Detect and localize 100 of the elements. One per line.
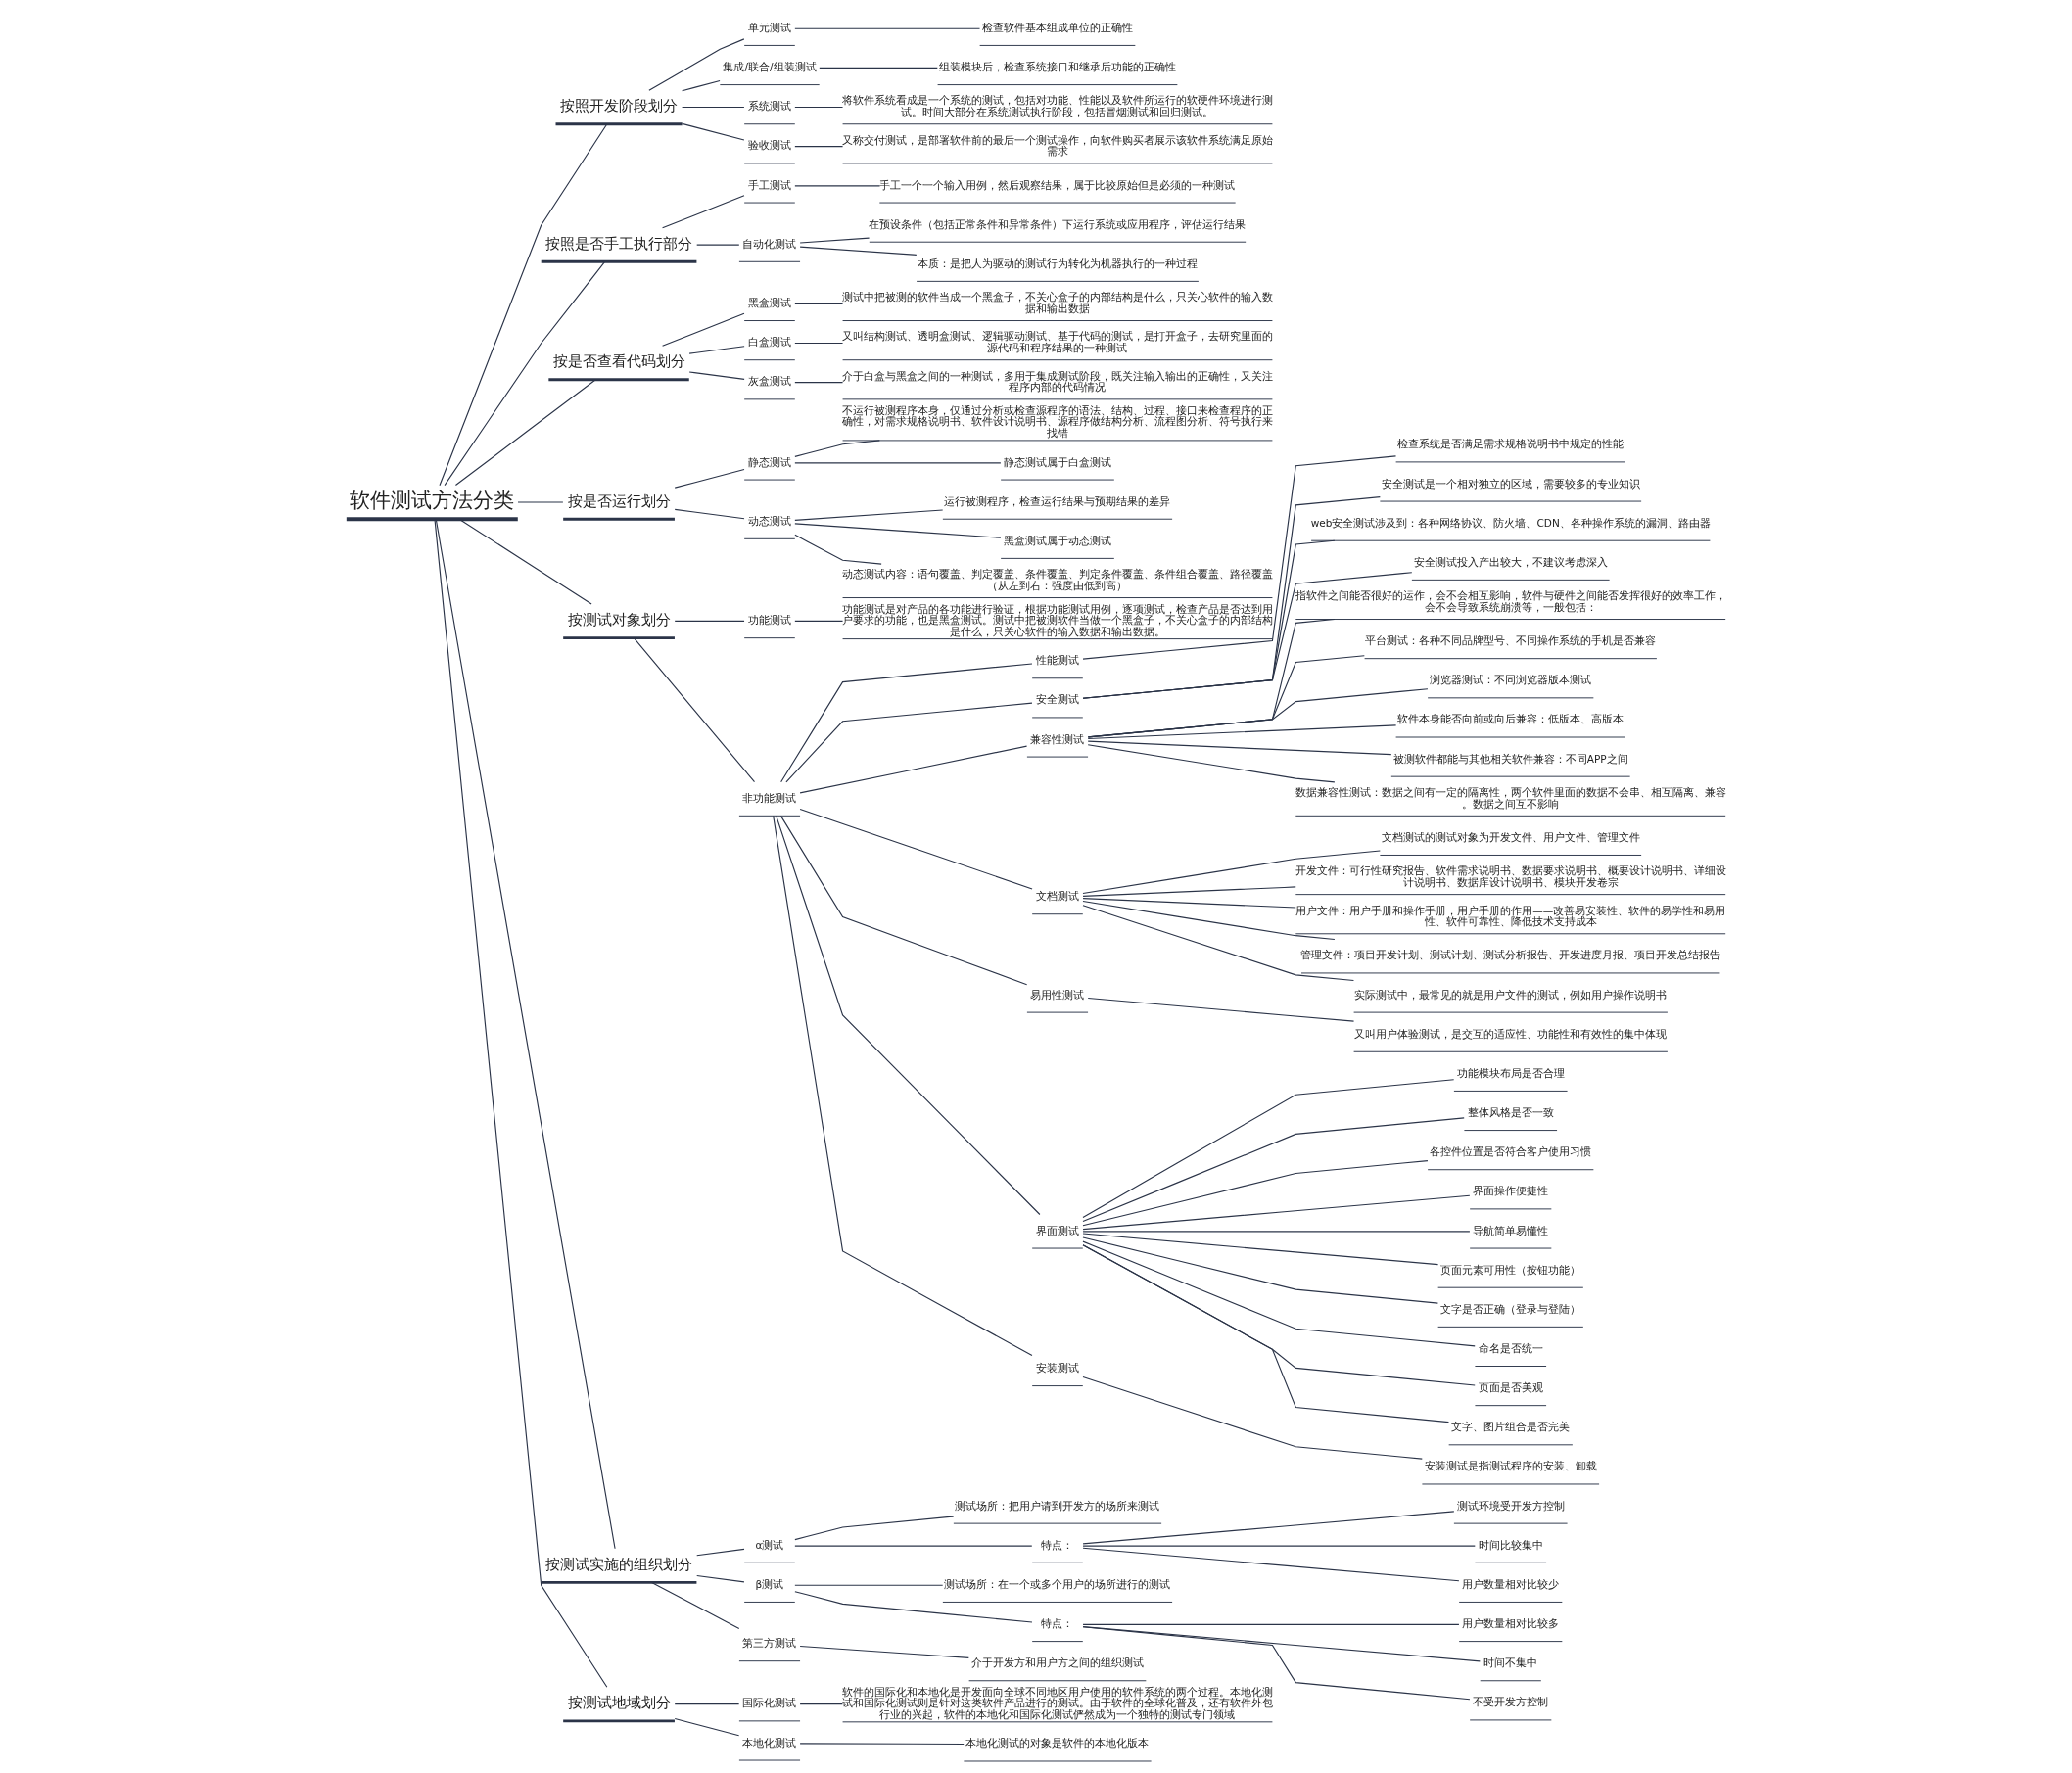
connector <box>1087 724 1397 740</box>
connector <box>1082 1240 1476 1347</box>
node-text: 又叫结构测试、透明盒测试、逻辑驱动测试、基于代码的测试，是打开盒子，去研究里面的源代码和程序结果的一种测试 <box>841 330 1273 353</box>
connector <box>794 1516 955 1541</box>
connector <box>794 440 880 457</box>
node-text: 本地化测试的对象是软件的本地化版本 <box>965 1737 1150 1750</box>
node-text: 白盒测试 <box>747 336 791 349</box>
node-text: 平台测试：各种不同品牌型号、不同操作系统的手机是否兼容 <box>1365 634 1657 647</box>
node-text: 动态测试 <box>747 514 791 527</box>
connector <box>1082 1233 1439 1266</box>
node-text: 手工测试 <box>747 178 791 191</box>
connector <box>1082 900 1336 941</box>
node-text: 手工一个一个输入用例，然后观察结果，属于比较原始但是必须的一种测试 <box>879 178 1236 191</box>
connector <box>634 637 756 783</box>
node-text: 页面是否美观 <box>1478 1381 1543 1394</box>
connector <box>674 1703 740 1705</box>
connector <box>799 1703 843 1705</box>
node-text: 时间比较集中 <box>1478 1538 1543 1551</box>
connector <box>458 518 592 605</box>
node-text: 整体风格是否一致 <box>1467 1106 1554 1119</box>
connector <box>785 702 1033 783</box>
connector <box>662 195 745 229</box>
connector <box>682 122 745 141</box>
node-text: 功能测试是对产品的各功能进行验证，根据功能测试用例，逐项测试，检查产品是否达到用户要求的功能，也是黑盒测试。测试中把被测软件当做一个黑盒子，不关心盒子的内部结构是什么，只关心软件的输入数据和输出数据。 <box>841 602 1273 637</box>
connector <box>454 379 596 487</box>
node-text: 被测软件都能与其他相关软件兼容：不同APP之间 <box>1392 752 1628 765</box>
connector <box>1087 997 1355 1022</box>
node-text: 软件的国际化和本地化是开发面向全球不同地区用户使用的软件系统的两个过程。本地化测试和国际化测试则是针对这类软件产品进行的测试。由于软件的全球化普及，还有软件外包行业的兴起，软件的本地化和国际化测试俨然成为一个独特的测试专门领域 <box>841 1685 1273 1720</box>
connector <box>794 1545 1033 1547</box>
node-text: 时间不集中 <box>1483 1656 1538 1669</box>
connector <box>780 663 1033 783</box>
node-text: 实际测试中，最常见的就是用户文件的测试，例如用户操作说明书 <box>1354 988 1668 1001</box>
connector <box>696 244 740 246</box>
node-text: 按是否运行划分 <box>567 491 671 509</box>
node-text: 安全测试投入产出较大，不建议考虑深入 <box>1413 555 1608 568</box>
connector <box>1082 1194 1471 1231</box>
connector <box>682 80 721 92</box>
node-text: 测试场所：在一个或多个用户的场所进行的测试 <box>944 1577 1171 1590</box>
connector <box>696 1548 745 1557</box>
connector <box>779 815 1028 986</box>
node-text: 文字、图片组合是否完美 <box>1451 1421 1571 1433</box>
node-text: 软件测试方法分类 <box>350 489 515 513</box>
node-text: 开发文件：可行性研究报告、软件需求说明书、数据要求说明书、概要设计说明书、详细设计说明书、数据库设计说明书、模块开发卷宗 <box>1295 864 1726 888</box>
node-text: 页面元素可用性（按钮功能） <box>1440 1263 1581 1276</box>
connector <box>1082 1547 1460 1582</box>
connector <box>1082 1236 1438 1304</box>
node-text: 介于白盒与黑盒之间的一种测试，多用于集成测试阶段，既关注输入输出的正确性，又关注程序内部的代码情况 <box>841 369 1273 394</box>
node-text: 文字是否正确（登录与登陆） <box>1440 1302 1581 1315</box>
connector <box>682 106 745 109</box>
node-text: 安装测试 <box>1035 1362 1079 1375</box>
node-text: 灰盒测试 <box>747 375 791 388</box>
connector <box>799 246 918 256</box>
connector <box>1082 1244 1450 1423</box>
connector <box>1082 1376 1423 1460</box>
node-text: 动态测试内容：语句覆盖、判定覆盖、条件覆盖、判定条件覆盖、条件组合覆盖、路径覆盖（从左到右：强度由低到高） <box>841 568 1273 591</box>
connector <box>794 509 944 521</box>
node-text: 运行被测程序，检查运行结果与预期结果的差异 <box>944 494 1171 507</box>
node-text: 单元测试 <box>747 21 791 33</box>
connector <box>773 815 1033 1357</box>
node-text: 按是否查看代码划分 <box>552 352 685 370</box>
connector <box>794 1584 944 1586</box>
connector <box>776 815 1041 1216</box>
node-text: 兼容性测试 <box>1030 732 1085 745</box>
node-text: 按照开发阶段划分 <box>560 97 679 115</box>
node-text: 指软件之间能否很好的运作，会不会相互影响，软件与硬件之间能否发挥很好的效率工作，会不会导致系统崩溃等，一般包括： <box>1295 589 1726 613</box>
node-text: 检查软件基本组成单位的正确性 <box>981 21 1133 33</box>
connector <box>434 518 608 1688</box>
connector <box>439 123 608 487</box>
node-text: 用户数量相对比较多 <box>1462 1617 1560 1630</box>
node-text: 系统测试 <box>747 100 791 113</box>
node-text: 静态测试属于白盒测试 <box>1003 455 1111 468</box>
connector <box>794 1591 1033 1623</box>
connector <box>674 1717 740 1737</box>
node-text: 黑盒测试属于动态测试 <box>1003 534 1111 546</box>
node-text: 安全测试 <box>1035 693 1079 706</box>
connector <box>444 261 605 487</box>
node-text: 特点： <box>1041 1538 1074 1551</box>
connector <box>794 620 844 622</box>
node-text: 又叫用户体验测试，是交互的适应性、功能性和有效性的集中体现 <box>1354 1027 1668 1040</box>
node-text: 不运行被测程序本身，仅通过分析或检查源程序的语法、结构、过程、接口来检查程序的正确性，对需求规格说明书、软件设计说明书、源程序做结构分析、流程图分析、符号执行来找错 <box>841 403 1273 439</box>
connector <box>662 312 745 347</box>
node-text: 特点： <box>1041 1617 1074 1630</box>
connector <box>819 67 938 69</box>
connector <box>794 534 882 565</box>
connector <box>1087 744 1336 783</box>
connector <box>1082 572 1413 699</box>
node-text: 非功能测试 <box>742 791 797 804</box>
connector <box>794 342 844 345</box>
node-text: 集成/联合/组装测试 <box>723 61 817 73</box>
node-text: β测试 <box>755 1577 784 1590</box>
node-text: 检查系统是否满足需求规格说明书中规定的性能 <box>1397 438 1625 450</box>
connector <box>794 523 1002 538</box>
connector <box>1082 1079 1455 1218</box>
node-text: 测试场所：把用户请到开发方的场所来测试 <box>955 1499 1160 1512</box>
node-text: α测试 <box>755 1538 784 1551</box>
node-text: 按测试实施的组织划分 <box>545 1555 693 1572</box>
connector <box>799 745 1028 794</box>
node-text: 软件本身能否向前或向后兼容：低版本、高版本 <box>1397 713 1625 725</box>
connector <box>799 1743 965 1746</box>
node-text: 组装模块后，检查系统接口和继承后功能的正确性 <box>938 61 1176 73</box>
